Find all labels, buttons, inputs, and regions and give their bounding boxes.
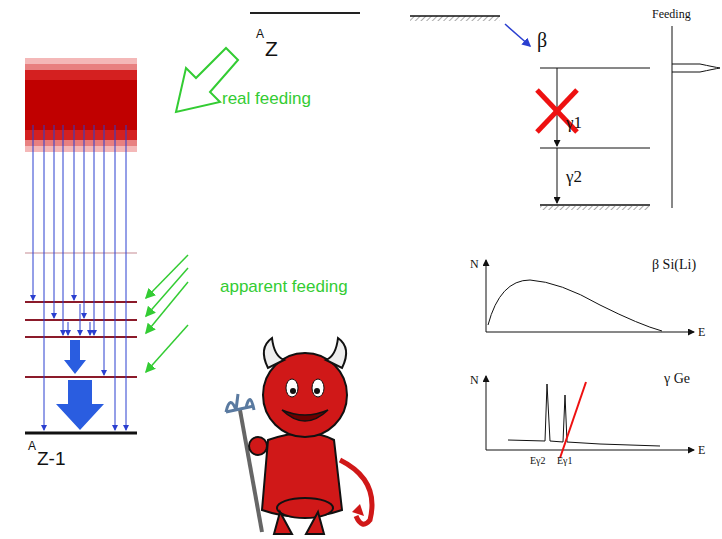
gamma-transitions [557, 68, 558, 203]
apparent-feeding-arrows [146, 255, 188, 372]
cross [560, 382, 586, 458]
axis-label: E [698, 326, 705, 338]
devil-cartoon [226, 338, 372, 534]
detector-label: β Si(Li) [652, 258, 696, 272]
feeding-label: apparent feeding [220, 278, 348, 295]
ground-level [25, 432, 137, 435]
gamma-lines [33, 125, 126, 430]
parent-level [250, 12, 360, 14]
beta-label: β [537, 30, 547, 50]
beta-arrow [505, 24, 530, 46]
feeding-band [25, 70, 137, 140]
gamma-label: γ2 [566, 168, 582, 185]
gamma-label: γ1 [566, 114, 582, 131]
peak-label: Eγ1 [557, 456, 573, 466]
levels [25, 253, 137, 377]
axis-label: E [698, 444, 705, 456]
detector-label: γ Ge [664, 372, 690, 386]
levels [540, 68, 650, 205]
gamma-arrow [56, 380, 104, 430]
ground-level [540, 205, 650, 210]
element-label: Z-1 [37, 449, 66, 468]
element-label: Z [265, 38, 278, 59]
feeding-label: real feeding [222, 90, 311, 107]
feeding-band [25, 80, 137, 130]
peak-label: Eγ2 [530, 456, 546, 466]
mass-number: A [28, 440, 36, 452]
gamma-spectrum [486, 376, 694, 450]
parent-level [410, 16, 500, 21]
feeding-band [25, 64, 137, 146]
gamma-arrow [64, 340, 86, 374]
mass-number: A [256, 28, 264, 40]
axis-label: N [470, 258, 479, 270]
feeding-band [25, 58, 137, 152]
axis-label: N [470, 374, 479, 386]
feeding-plot [672, 26, 720, 208]
axis-title: Feeding [652, 8, 691, 20]
